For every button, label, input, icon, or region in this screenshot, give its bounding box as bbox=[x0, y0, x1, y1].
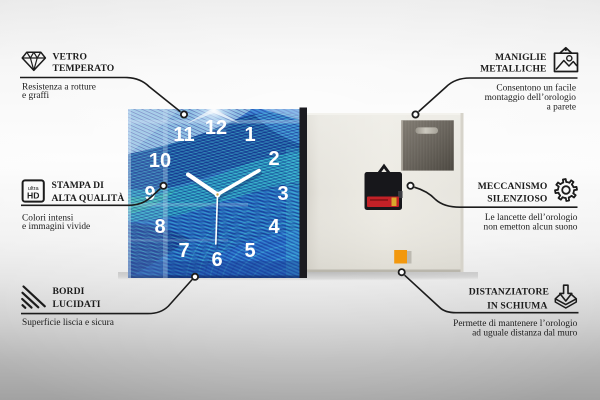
svg-text:IN SCHIUMA: IN SCHIUMA bbox=[487, 301, 547, 312]
svg-text:ultra: ultra bbox=[28, 186, 40, 192]
svg-text:LUCIDATI: LUCIDATI bbox=[53, 299, 101, 310]
svg-text:7: 7 bbox=[178, 240, 189, 262]
svg-text:e graffi: e graffi bbox=[22, 90, 50, 101]
svg-text:10: 10 bbox=[149, 150, 171, 172]
svg-text:11: 11 bbox=[173, 124, 194, 146]
svg-text:ad uguale distanza dal muro: ad uguale distanza dal muro bbox=[472, 329, 577, 339]
svg-text:8: 8 bbox=[154, 216, 165, 238]
svg-text:4: 4 bbox=[268, 216, 280, 238]
svg-text:BORDI: BORDI bbox=[53, 286, 85, 297]
svg-text:Le lancette dell’orologio: Le lancette dell’orologio bbox=[485, 213, 578, 223]
svg-text:6: 6 bbox=[211, 249, 222, 271]
svg-text:12: 12 bbox=[205, 117, 227, 139]
svg-text:TEMPERATO: TEMPERATO bbox=[53, 63, 115, 74]
svg-text:MECCANISMO: MECCANISMO bbox=[478, 181, 548, 192]
svg-text:SILENZIOSO: SILENZIOSO bbox=[487, 193, 547, 204]
svg-text:Permette di mantenere l’orolog: Permette di mantenere l’orologio bbox=[453, 319, 577, 329]
svg-text:Superficie liscia e sicura: Superficie liscia e sicura bbox=[22, 317, 115, 328]
svg-text:5: 5 bbox=[244, 240, 255, 262]
svg-text:montaggio dell’orologio: montaggio dell’orologio bbox=[485, 93, 577, 103]
svg-text:a parete: a parete bbox=[547, 102, 576, 112]
svg-text:Resistenza a rotture: Resistenza a rotture bbox=[22, 83, 96, 93]
svg-text:DISTANZIATORE: DISTANZIATORE bbox=[469, 287, 549, 298]
svg-text:MANIGLIE: MANIGLIE bbox=[495, 52, 546, 63]
svg-text:2: 2 bbox=[268, 148, 279, 170]
svg-text:non emetton alcun suono: non emetton alcun suono bbox=[484, 223, 578, 233]
svg-text:ALTA QUALITÀ: ALTA QUALITÀ bbox=[52, 192, 125, 204]
svg-text:1: 1 bbox=[244, 124, 255, 146]
svg-text:STAMPA DI: STAMPA DI bbox=[52, 180, 105, 191]
svg-text:e immagini vivide: e immagini vivide bbox=[22, 222, 90, 232]
svg-text:3: 3 bbox=[277, 183, 288, 205]
svg-text:VETRO: VETRO bbox=[53, 52, 88, 63]
svg-text:9: 9 bbox=[144, 183, 155, 205]
svg-text:Consentono un facile: Consentono un facile bbox=[496, 82, 576, 93]
svg-text:METALLICHE: METALLICHE bbox=[480, 63, 546, 74]
svg-text:Colori intensi: Colori intensi bbox=[22, 214, 74, 224]
svg-text:HD: HD bbox=[27, 191, 39, 201]
